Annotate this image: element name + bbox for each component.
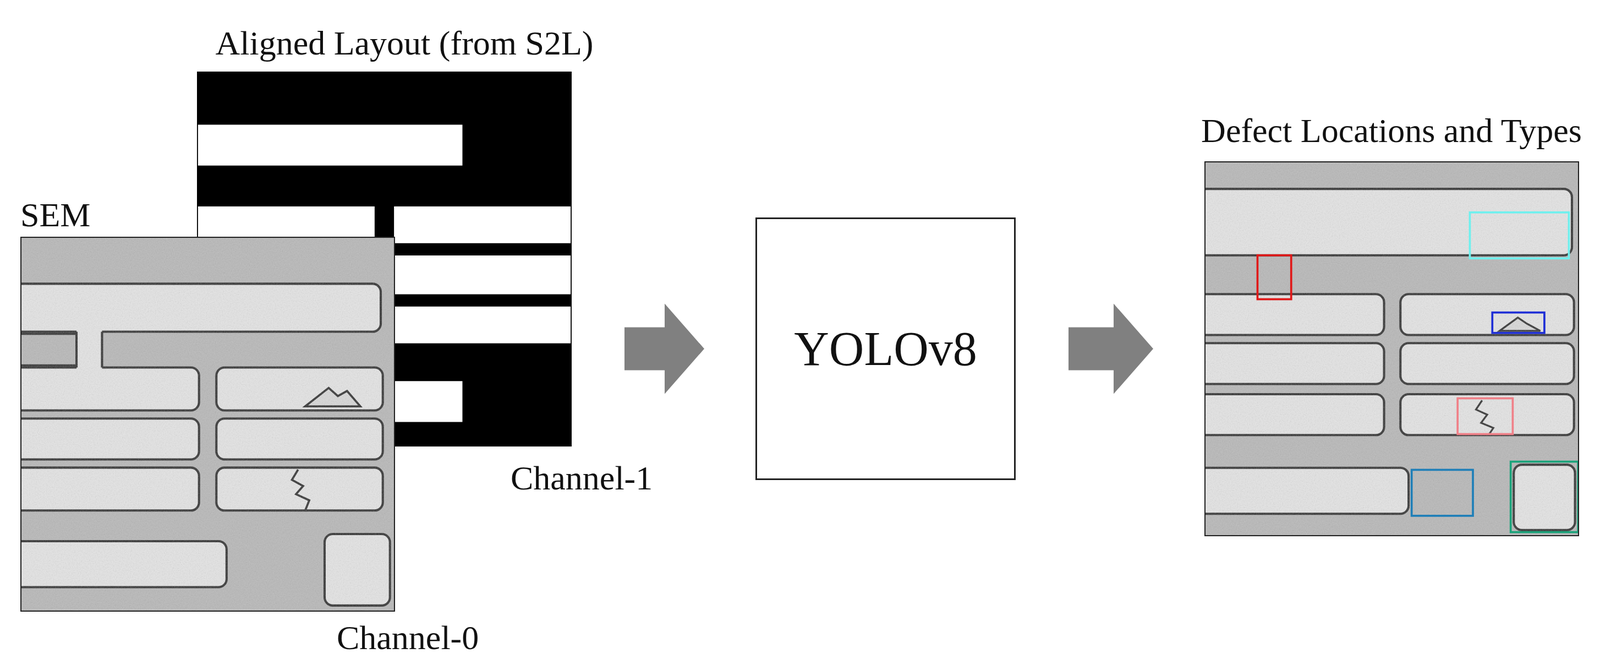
sem-image — [20, 236, 396, 612]
layout-bar — [196, 124, 463, 166]
image-border — [20, 237, 395, 611]
block-arrow — [624, 303, 705, 394]
model-name: YOLOv8 — [793, 324, 977, 374]
panel-label: Defect Locations and Types — [1201, 113, 1582, 148]
sem-ground — [20, 236, 396, 612]
sem-ground — [1204, 161, 1580, 536]
detection-box — [1257, 255, 1291, 300]
detection-box — [1492, 312, 1545, 333]
layout-image-panel: Aligned Layout (from S2L)Channel-1 — [196, 71, 572, 447]
layout-bar — [393, 255, 572, 295]
layout-bar — [393, 206, 572, 244]
panel-label: Channel-0 — [336, 620, 479, 655]
sem-image-panel: SEMChannel-0 — [20, 236, 396, 612]
layout-bar — [393, 306, 572, 344]
model-box: YOLOv8 — [755, 217, 1016, 480]
panel-label: SEM — [20, 197, 91, 232]
detection-box — [1411, 469, 1473, 516]
detection-box — [1510, 461, 1578, 533]
detection-box — [1457, 397, 1513, 434]
detection-image — [1204, 161, 1580, 536]
detection-boxes — [1257, 212, 1578, 533]
panel-label: Aligned Layout (from S2L) — [215, 25, 594, 60]
panel-label: Channel-1 — [510, 460, 653, 495]
output-image-panel: Defect Locations and Types — [1204, 161, 1580, 536]
image-border — [1204, 161, 1579, 536]
sem-noise — [1204, 161, 1580, 536]
sem-noise — [20, 236, 396, 612]
detection-box — [1469, 212, 1569, 259]
block-arrow — [1068, 303, 1154, 394]
